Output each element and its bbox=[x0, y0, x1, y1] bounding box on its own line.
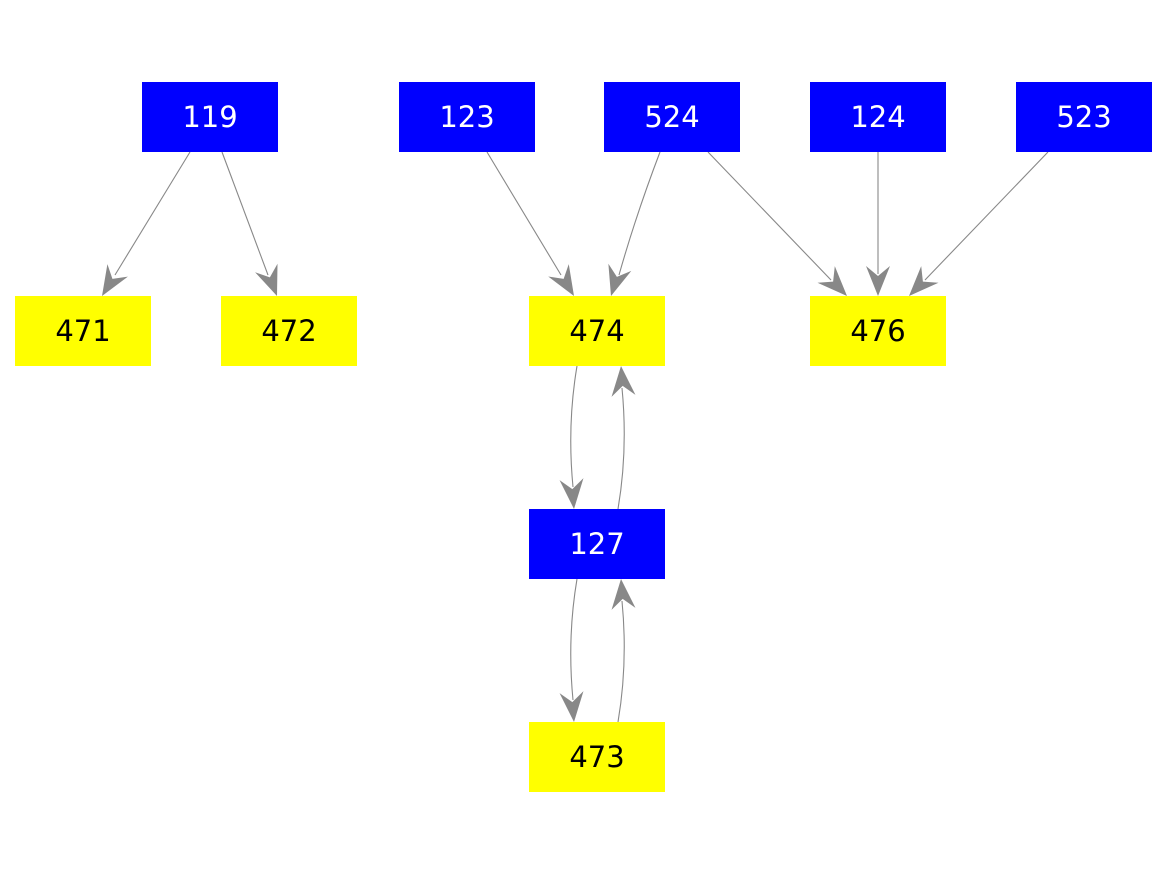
arrowhead-icon bbox=[102, 264, 128, 296]
node-box bbox=[810, 82, 946, 152]
node-label: 471 bbox=[55, 314, 110, 348]
node-524[interactable]: 524 bbox=[604, 82, 740, 152]
node-119[interactable]: 119 bbox=[142, 82, 278, 152]
node-box bbox=[529, 296, 665, 366]
node-124[interactable]: 124 bbox=[810, 82, 946, 152]
node-box bbox=[604, 82, 740, 152]
node-476[interactable]: 476 bbox=[810, 296, 946, 366]
node-label: 119 bbox=[182, 100, 237, 134]
node-box bbox=[810, 296, 946, 366]
arrowhead-icon bbox=[611, 579, 636, 610]
node-box bbox=[15, 296, 151, 366]
node-label: 472 bbox=[261, 314, 316, 348]
edge-474-to-127 bbox=[559, 365, 584, 509]
node-label: 127 bbox=[569, 527, 624, 561]
node-box bbox=[399, 82, 535, 152]
node-523[interactable]: 523 bbox=[1016, 82, 1152, 152]
node-box bbox=[1016, 82, 1152, 152]
edge-line bbox=[221, 151, 269, 276]
arrowhead-icon bbox=[866, 266, 890, 296]
edge-line bbox=[114, 151, 191, 276]
arrowhead-icon bbox=[255, 263, 278, 296]
node-label: 476 bbox=[850, 314, 905, 348]
edge-473-to-127 bbox=[611, 579, 636, 723]
edge-119-to-472 bbox=[221, 151, 278, 296]
edge-127-to-473 bbox=[559, 578, 584, 722]
edge-523-to-476 bbox=[909, 151, 1049, 296]
arrowhead-icon bbox=[909, 266, 939, 296]
edge-line bbox=[570, 578, 578, 701]
arrowhead-icon bbox=[611, 366, 636, 397]
node-label: 124 bbox=[850, 100, 905, 134]
arrowhead-icon bbox=[548, 264, 574, 296]
node-box bbox=[529, 509, 665, 579]
node-127[interactable]: 127 bbox=[529, 509, 665, 579]
edges-layer bbox=[102, 151, 1049, 723]
arrowhead-icon bbox=[817, 266, 847, 296]
node-label: 524 bbox=[644, 100, 699, 134]
edge-line bbox=[617, 600, 625, 723]
edge-line bbox=[617, 387, 625, 510]
edge-line bbox=[707, 151, 832, 281]
edge-123-to-474 bbox=[486, 151, 574, 296]
node-label: 123 bbox=[439, 100, 494, 134]
node-label: 473 bbox=[569, 740, 624, 774]
node-472[interactable]: 472 bbox=[221, 296, 357, 366]
arrowhead-icon bbox=[559, 478, 584, 509]
edge-line bbox=[618, 151, 661, 276]
node-label: 523 bbox=[1056, 100, 1111, 134]
edge-127-to-474 bbox=[611, 366, 636, 510]
edge-124-to-476 bbox=[866, 152, 890, 296]
arrowhead-icon bbox=[559, 691, 584, 722]
edge-line bbox=[570, 365, 578, 488]
edge-524-to-474 bbox=[608, 151, 661, 296]
node-box bbox=[221, 296, 357, 366]
node-box bbox=[142, 82, 278, 152]
node-123[interactable]: 123 bbox=[399, 82, 535, 152]
node-473[interactable]: 473 bbox=[529, 722, 665, 792]
node-box bbox=[529, 722, 665, 792]
edge-line bbox=[486, 151, 562, 276]
edge-line bbox=[924, 151, 1049, 281]
node-471[interactable]: 471 bbox=[15, 296, 151, 366]
nodes-layer: 119 123 524 124 523 471 472 474 476 127 473 bbox=[15, 82, 1152, 792]
node-474[interactable]: 474 bbox=[529, 296, 665, 366]
node-label: 474 bbox=[569, 314, 624, 348]
edge-524-to-476 bbox=[707, 151, 847, 296]
arrowhead-icon bbox=[608, 263, 632, 296]
edge-119-to-471 bbox=[102, 151, 191, 296]
